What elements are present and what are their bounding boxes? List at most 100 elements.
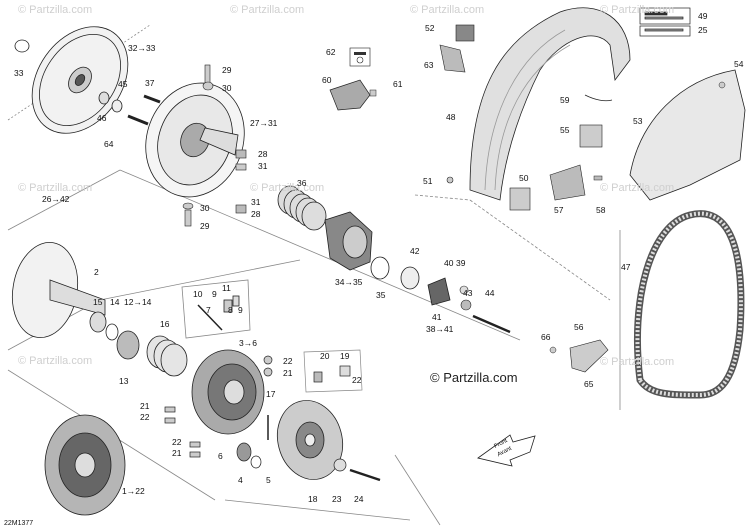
watermark: © Partzilla.com — [600, 4, 675, 16]
callout: 27→31 — [250, 118, 278, 128]
callout: 3→6 — [239, 338, 257, 348]
callout: 54 — [734, 59, 744, 69]
callout: 31 — [251, 197, 261, 207]
front-direction-arrow — [477, 434, 536, 467]
callout: 56 — [574, 322, 584, 332]
callout: 64 — [104, 139, 114, 149]
drawing-code: 22M1377 — [4, 520, 34, 527]
watermark: © Partzilla.com — [18, 182, 93, 194]
callout: 33 — [14, 68, 24, 78]
watermark: © Partzilla.com — [230, 4, 305, 16]
callout: 57 — [554, 205, 564, 215]
callout: 9 — [238, 305, 243, 315]
watermark: © Partzilla.com — [600, 356, 675, 368]
callout: 58 — [596, 205, 606, 215]
callout: 28 — [251, 209, 261, 219]
fixed-sheave-bottom — [12, 242, 106, 338]
callout: 29 — [222, 65, 232, 75]
callout: 6 — [218, 451, 223, 461]
callout: 9 — [212, 289, 217, 299]
callout: 25 — [698, 25, 708, 35]
callout: 65 — [584, 379, 594, 389]
callout: 17 — [266, 389, 276, 399]
callout: 59 — [560, 95, 570, 105]
callout: 41 — [432, 312, 442, 322]
callout: 29 — [200, 221, 210, 231]
spring-36 — [277, 185, 327, 231]
callout: 37 — [145, 78, 155, 88]
callout: 62 — [326, 47, 336, 57]
callout: 43 — [463, 288, 473, 298]
drive-clutch-assembly — [44, 414, 126, 516]
callout: 22 — [140, 412, 150, 422]
callout: 22 — [352, 375, 362, 385]
callout: 36 — [297, 178, 307, 188]
callout: 11 — [222, 283, 231, 293]
callout: 24 — [354, 494, 364, 504]
callout: 20 — [320, 351, 330, 361]
callout: 2 — [94, 267, 99, 277]
belt-guard-53 — [629, 69, 746, 201]
callout: 21 — [283, 368, 293, 378]
callout: 22 — [283, 356, 293, 366]
callout: 19 — [340, 351, 350, 361]
movable-sheave-top — [145, 82, 245, 198]
callout: 46 — [97, 113, 107, 123]
cam-34 — [324, 211, 451, 306]
callout: 50 — [519, 173, 529, 183]
callout: 28 — [258, 149, 268, 159]
callout: 40 — [444, 258, 454, 268]
watermark: © Partzilla.com — [18, 355, 93, 367]
callout: 30 — [200, 203, 210, 213]
callout: 38→41 — [426, 324, 454, 334]
spider-plate-18 — [277, 400, 343, 480]
callout: 23 — [332, 494, 342, 504]
drive-belt-47 — [634, 210, 745, 399]
callout: 52 — [425, 23, 435, 33]
callout: 8 — [228, 305, 233, 315]
callout: 48 — [446, 112, 456, 122]
callout: 44 — [485, 288, 495, 298]
callout: 4 — [238, 475, 243, 485]
callout: 21 — [140, 401, 150, 411]
callout: 22 — [172, 437, 182, 447]
belt-guard-48 — [469, 7, 631, 201]
callout: 1→22 — [122, 486, 145, 496]
callout: 13 — [119, 376, 129, 386]
callout: 12→14 — [124, 297, 152, 307]
callout: 30 — [222, 83, 232, 93]
callout: 16 — [160, 319, 170, 329]
callout: 31 — [258, 161, 268, 171]
callout: 7 — [206, 305, 211, 315]
callout: 66 — [541, 332, 551, 342]
callout: 10 — [193, 289, 203, 299]
watermark: © Partzilla.com — [18, 4, 93, 16]
watermark: © Partzilla.com — [250, 182, 325, 194]
callout: 34→35 — [335, 277, 363, 287]
callout: 35 — [376, 290, 386, 300]
watermark-main: © Partzilla.com — [430, 370, 518, 385]
callout: 49 — [698, 11, 708, 21]
watermark: © Partzilla.com — [410, 4, 485, 16]
callout: 15 — [93, 297, 103, 307]
callout: 55 — [560, 125, 570, 135]
callout: 39 — [456, 258, 466, 268]
callout: 14 — [110, 297, 120, 307]
callout: 60 — [322, 75, 332, 85]
callout: 18 — [308, 494, 318, 504]
spider-housing — [191, 349, 265, 435]
callout: 45 — [118, 79, 128, 89]
callout: 42 — [410, 246, 420, 256]
callout: 21 — [172, 448, 182, 458]
callout: 32→33 — [128, 43, 156, 53]
callout: 51 — [423, 176, 433, 186]
callout: 61 — [393, 79, 403, 89]
callout: 47 — [621, 262, 631, 272]
callout: 26→42 — [42, 194, 70, 204]
watermark: © Partzilla.com — [600, 182, 675, 194]
callout: 5 — [266, 475, 271, 485]
callout: 63 — [424, 60, 434, 70]
callout: 53 — [633, 116, 643, 126]
